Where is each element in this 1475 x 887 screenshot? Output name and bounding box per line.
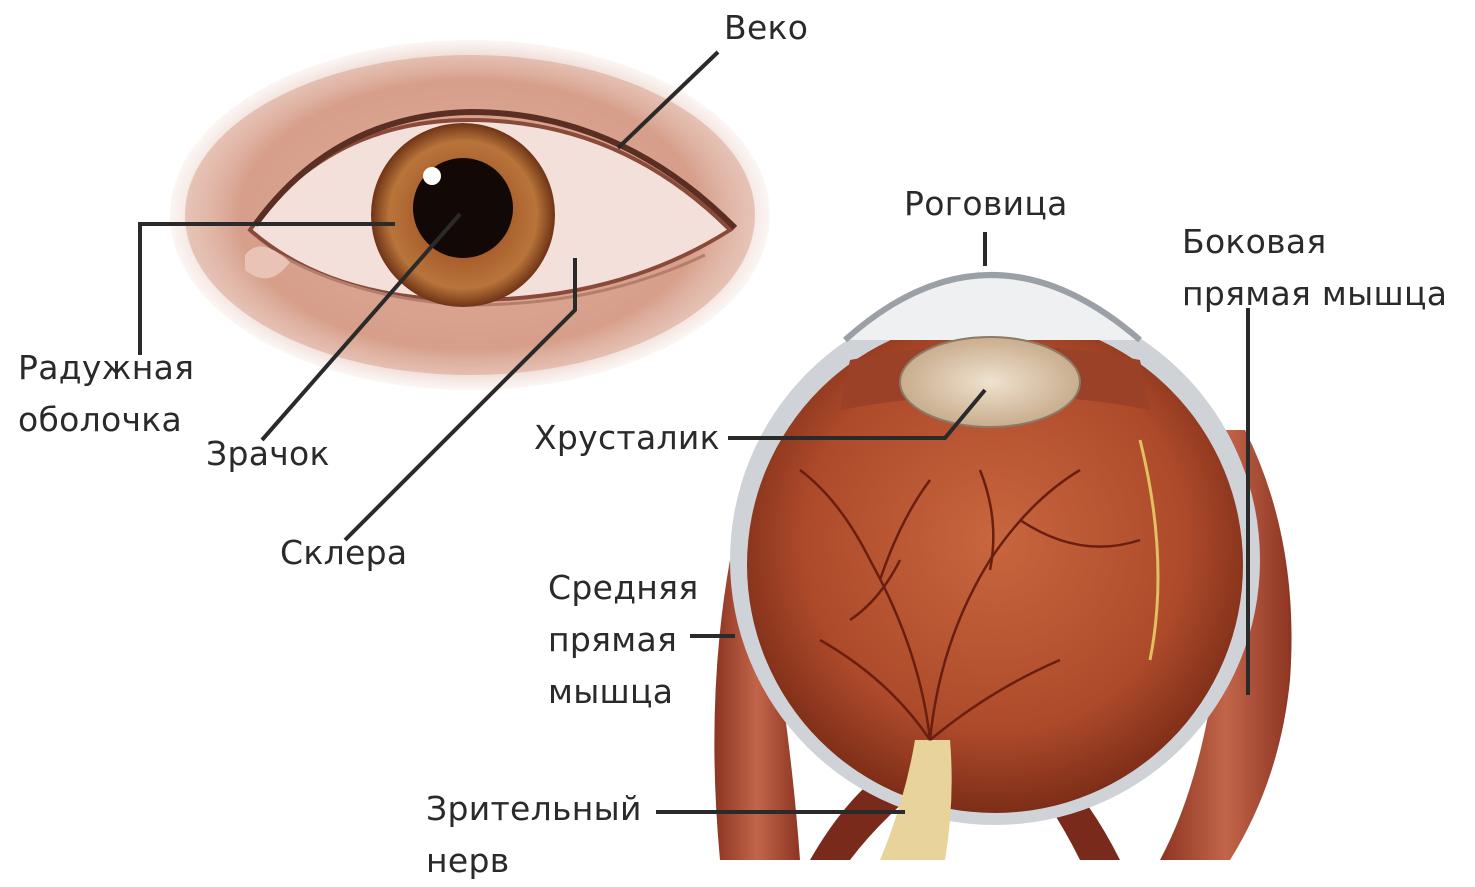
label-zrachok: Зрачок <box>206 428 330 480</box>
eyeball-section <box>714 275 1291 860</box>
cornea <box>845 275 1140 340</box>
label-hrustalik: Хрусталик <box>534 412 720 464</box>
lens <box>900 337 1080 427</box>
label-sklera: Склера <box>280 527 407 579</box>
label-zritelnyj-nerv: Зрительный нерв <box>426 783 642 887</box>
label-raduzhnaya-obolochka: Радужная оболочка <box>18 342 194 446</box>
label-veko: Веко <box>724 2 808 54</box>
label-srednyaya-pryamaya-myshca: Средняя прямая мышца <box>548 562 699 718</box>
label-rogovica: Роговица <box>904 178 1068 230</box>
label-bokovaya-pryamaya-myshca: Боковая прямая мышца <box>1182 216 1447 320</box>
external-eye <box>170 40 770 390</box>
